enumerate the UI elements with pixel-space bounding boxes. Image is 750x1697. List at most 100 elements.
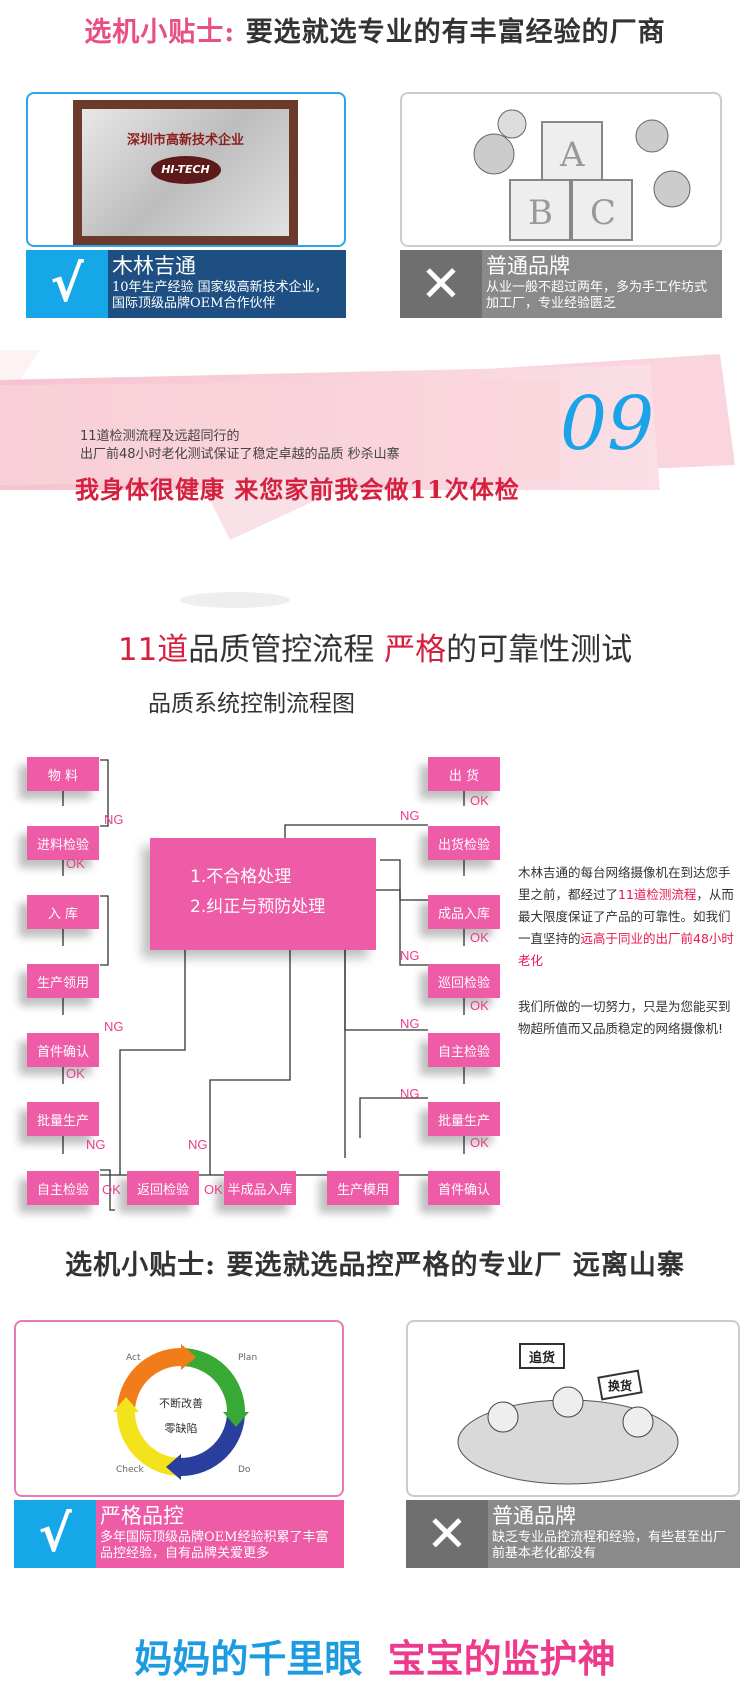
brand-desc: 10年生产经验 国家级高新技术企业，国际顶级品牌OEM合作伙伴 bbox=[112, 280, 328, 311]
flow-step-left-4: 首件确认 bbox=[27, 1033, 99, 1067]
qc-title-dark1: 品质管控流程 bbox=[188, 632, 385, 668]
footer-blue: 妈妈的千里眼 bbox=[134, 1636, 363, 1681]
cycle-label-act: Act bbox=[126, 1353, 141, 1363]
center-line-2: 2.纠正与预防处理 bbox=[190, 897, 326, 917]
ok-label: OK bbox=[470, 998, 489, 1013]
letter-b: B bbox=[528, 193, 553, 233]
qc-title-red1: 11道 bbox=[117, 632, 189, 668]
flow-step-left-3: 生产领用 bbox=[27, 964, 99, 998]
letter-c: C bbox=[590, 193, 616, 233]
ok-label: OK bbox=[470, 930, 489, 945]
footer-pink: 宝宝的监护神 bbox=[387, 1636, 616, 1681]
pdca-cycle-image: 不断改善 零缺陷 Act Plan Check Do bbox=[14, 1320, 344, 1497]
footer-slogan: 妈妈的千里眼 宝宝的监护神 bbox=[0, 1628, 750, 1683]
ok-label: OK bbox=[470, 793, 489, 808]
plaque-caption: 深圳市高新技术企业 bbox=[126, 133, 244, 148]
flow-step-right-3: 巡回检验 bbox=[428, 964, 500, 998]
flow-step-right-1: 出货检验 bbox=[428, 826, 500, 860]
ok-label: OK bbox=[470, 1135, 489, 1150]
qc-banner-bad: ✕ 普通品牌 缺乏专业品控流程和经验，有些甚至出厂前基本老化都没有 bbox=[406, 1500, 740, 1568]
flow-step-left-1: 进料检验 bbox=[27, 826, 99, 860]
ng-label: NG bbox=[400, 948, 420, 963]
flow-step-right-0: 出 货 bbox=[428, 757, 500, 791]
brand-desc: 缺乏专业品控流程和经验，有些甚至出厂前基本老化都没有 bbox=[492, 1530, 727, 1561]
ok-label: OK bbox=[66, 856, 85, 871]
check-icon: √ bbox=[14, 1500, 96, 1568]
flow-step-right-5: 批量生产 bbox=[428, 1102, 500, 1136]
flow-description: 木林吉通的每台网络摄像机在到达您手里之前，都经过了11道检测流程，从而最大限度保… bbox=[518, 862, 738, 1040]
plaque-frame: 深圳市高新技术企业 HI-TECH bbox=[73, 100, 298, 245]
flow-step-left-5: 批量生产 bbox=[27, 1102, 99, 1136]
cycle-label-do: Do bbox=[238, 1465, 251, 1475]
ng-label: NG bbox=[188, 1137, 208, 1152]
flow-step-left-2: 入 库 bbox=[27, 895, 99, 929]
center-process-box: 1.不合格处理 2.纠正与预防处理 bbox=[150, 838, 376, 950]
cycle-label-plan: Plan bbox=[238, 1353, 257, 1363]
section09-line1: 11道检测流程及远超同行的 bbox=[80, 429, 240, 444]
ng-label: NG bbox=[104, 1019, 124, 1034]
tip-text: 要选就选专业的有丰富经验的厂商 bbox=[245, 17, 666, 48]
ok-label: OK bbox=[102, 1182, 121, 1197]
flow-step-bottom-1: 半成品入库 bbox=[224, 1171, 296, 1205]
ok-label: OK bbox=[66, 1066, 85, 1081]
flow-step-left-0: 物 料 bbox=[27, 757, 99, 791]
flow-step-bottom-0: 返回检验 bbox=[127, 1171, 199, 1205]
abc-blocks-illustration: A B C bbox=[473, 109, 691, 241]
brand-desc: 从业一般不超过两年，多为手工作坊式加工厂，专业经验匮乏 bbox=[486, 280, 708, 311]
ng-label: NG bbox=[400, 808, 420, 823]
brand-name: 木林吉通 bbox=[112, 255, 196, 278]
flow-step-bottom-3: 首件确认 bbox=[428, 1171, 500, 1205]
cycle-center-text2: 零缺陷 bbox=[165, 1421, 198, 1435]
flow-desc-p1: 木林吉通的每台网络摄像机在到达您手里之前，都经过了11道检测流程，从而最大限度保… bbox=[518, 862, 738, 972]
desc-highlight: 远高于同业的出厂前48小时老化 bbox=[518, 931, 734, 968]
pdca-cycle-illustration: 不断改善 零缺陷 Act Plan Check Do bbox=[113, 1344, 257, 1480]
tip-prefix: 选机小贴士: bbox=[65, 1250, 217, 1281]
desc-text: 木林吉通的每台网络摄像机在到达您手里之前，都经过了 bbox=[518, 865, 731, 902]
chaos-cartoon-illustration: 追货 换货 bbox=[457, 1343, 679, 1485]
cross-icon: ✕ bbox=[406, 1500, 488, 1568]
certificate-image: 深圳市高新技术企业 HI-TECH bbox=[26, 92, 346, 247]
brand-name: 普通品牌 bbox=[492, 1505, 576, 1528]
plaque-plate: 深圳市高新技术企业 HI-TECH bbox=[82, 109, 289, 236]
flow-step-bottom-2: 生产模用 bbox=[327, 1171, 399, 1205]
sign-chase: 追货 bbox=[529, 1350, 555, 1366]
ng-label: NG bbox=[400, 1086, 420, 1101]
cycle-center-text: 不断改善 bbox=[159, 1396, 203, 1410]
flow-step-left-6: 自主检验 bbox=[27, 1171, 99, 1205]
brand-banner-good: √ 木林吉通 10年生产经验 国家级高新技术企业，国际顶级品牌OEM合作伙伴 bbox=[26, 250, 346, 318]
qc-title-red2: 严格 bbox=[384, 632, 447, 668]
sign-exchange: 换货 bbox=[608, 1378, 632, 1393]
tip-title-2: 选机小贴士: 要选就选品控严格的专业厂 远离山寨 bbox=[0, 1243, 750, 1282]
brand-name: 严格品控 bbox=[100, 1505, 184, 1528]
ng-label: NG bbox=[86, 1137, 106, 1152]
chaos-cartoon-image: 追货 换货 bbox=[406, 1320, 740, 1497]
brand-desc: 多年国际顶级品牌OEM经验积累了丰富品控经验，自有品牌关爱更多 bbox=[100, 1530, 329, 1561]
qc-title-dark2: 的可靠性测试 bbox=[446, 632, 633, 668]
cycle-label-check: Check bbox=[116, 1465, 144, 1475]
flow-step-right-2: 成品入库 bbox=[428, 895, 500, 929]
ribbon-graphic bbox=[0, 350, 735, 608]
desc-highlight: 11道检测流程 bbox=[618, 887, 697, 902]
cross-icon: ✕ bbox=[400, 250, 482, 318]
flow-step-right-4: 自主检验 bbox=[428, 1033, 500, 1067]
brand-name: 普通品牌 bbox=[486, 255, 570, 278]
tip-prefix: 选机小贴士: bbox=[84, 17, 236, 48]
ng-label: NG bbox=[400, 1016, 420, 1031]
section-number: 09 bbox=[560, 381, 655, 467]
qc-banner-good: √ 严格品控 多年国际顶级品牌OEM经验积累了丰富品控经验，自有品牌关爱更多 bbox=[14, 1500, 344, 1568]
section09-text: 11道检测流程及远超同行的 出厂前48小时老化测试保证了稳定卓越的品质 秒杀山寨 bbox=[80, 428, 400, 464]
check-icon: √ bbox=[26, 250, 108, 318]
brand-banner-bad: ✕ 普通品牌 从业一般不超过两年，多为手工作坊式加工厂，专业经验匮乏 bbox=[400, 250, 722, 318]
section09-slogan: 我身体很健康 来您家前我会做11次体检 bbox=[75, 475, 520, 504]
center-line-1: 1.不合格处理 bbox=[190, 867, 292, 887]
letter-a: A bbox=[559, 135, 585, 175]
flow-desc-p2: 我们所做的一切努力，只是为您能买到物超所值而又品质稳定的网络摄像机! bbox=[518, 999, 731, 1036]
section09-line2: 出厂前48小时老化测试保证了稳定卓越的品质 秒杀山寨 bbox=[80, 447, 400, 462]
hi-tech-logo: HI-TECH bbox=[150, 156, 221, 184]
tip-title-1: 选机小贴士: 要选就选专业的有丰富经验的厂商 bbox=[0, 10, 750, 49]
flow-subtitle: 品质系统控制流程图 bbox=[148, 691, 355, 717]
ok-label: OK bbox=[204, 1182, 223, 1197]
ng-label: NG bbox=[104, 812, 124, 827]
tip-text: 要选就选品控严格的专业厂 远离山寨 bbox=[226, 1250, 685, 1281]
desc-text: ，从而最大限度保证了产品的可靠性。如我们一直坚持的 bbox=[518, 887, 734, 946]
